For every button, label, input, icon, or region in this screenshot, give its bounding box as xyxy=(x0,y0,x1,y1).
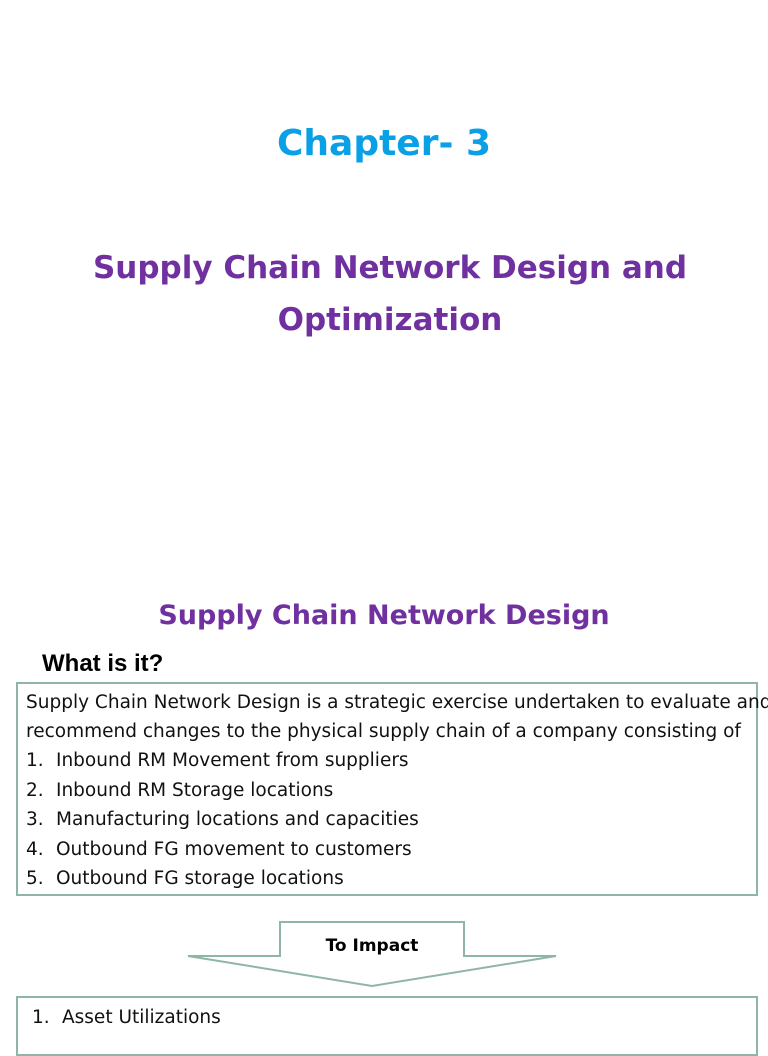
down-arrow-icon xyxy=(187,921,557,988)
list-item: 2.Inbound RM Storage locations xyxy=(26,779,334,801)
chapter-subtitle: Supply Chain Network Design and Optimiza… xyxy=(40,242,740,346)
question-heading: What is it? xyxy=(42,650,164,677)
arrow-label: To Impact xyxy=(325,936,419,956)
list-item: 1.Inbound RM Movement from suppliers xyxy=(26,750,409,771)
list-item: 4.Outbound FG movement to customers xyxy=(26,838,412,860)
list-item: 5.Outbound FG storage locations xyxy=(26,868,344,889)
list-item: 3.Manufacturing locations and capacities xyxy=(26,809,419,830)
list-item: 1.Asset Utilizations xyxy=(32,1007,221,1028)
slide-heading: Supply Chain Network Design xyxy=(158,600,610,631)
chapter-subtitle-line-1: Supply Chain Network Design and xyxy=(92,250,688,286)
chapter-title: Chapter- 3 xyxy=(276,123,491,164)
definition-line-1: Supply Chain Network Design is a strateg… xyxy=(26,692,768,713)
definition-line-2: recommend changes to the physical supply… xyxy=(26,721,741,742)
impact-box: 1.Asset Utilizations xyxy=(16,996,758,1056)
definition-box: Supply Chain Network Design is a strateg… xyxy=(16,682,768,896)
chapter-subtitle-line-2: Optimization xyxy=(277,302,503,338)
component-list: 1.Inbound RM Movement from suppliers 2.I… xyxy=(26,746,748,894)
impact-arrow: To Impact xyxy=(186,918,558,988)
